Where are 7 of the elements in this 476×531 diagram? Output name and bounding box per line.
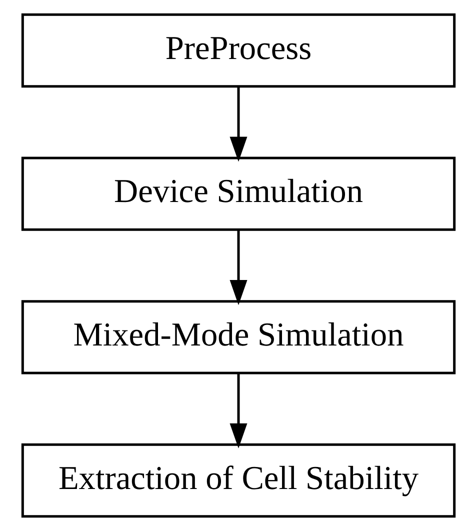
- arrow: [229, 86, 247, 162]
- node-box: PreProcess: [20, 13, 456, 88]
- node-box: Mixed-Mode Simulation: [20, 300, 456, 374]
- node-box: Extraction of Cell Stability: [20, 443, 456, 518]
- node-box: Device Simulation: [20, 156, 456, 231]
- arrow: [229, 230, 247, 306]
- arrow: [229, 373, 247, 448]
